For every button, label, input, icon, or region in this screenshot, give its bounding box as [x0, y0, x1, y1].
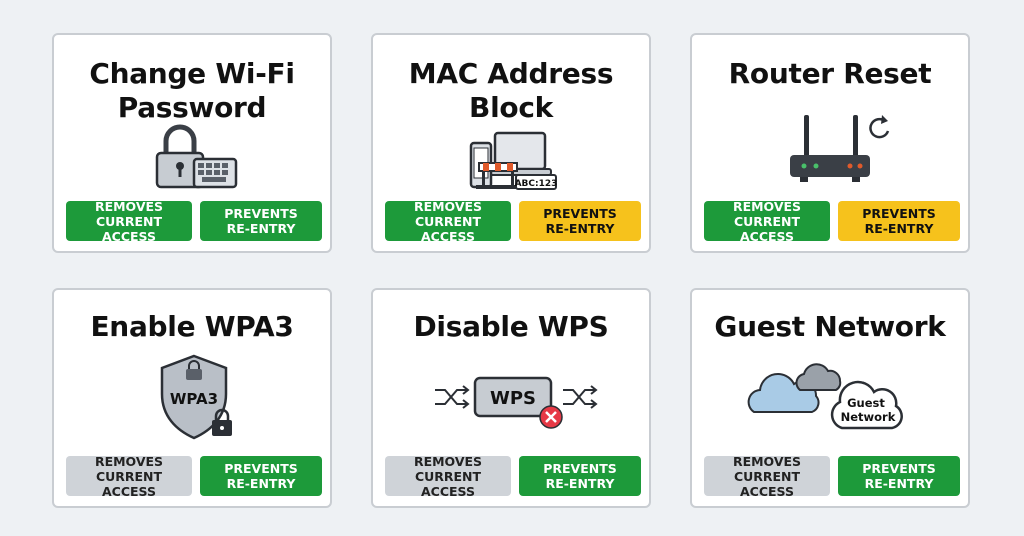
badge-row: REMOVES CURRENT ACCESS PREVENTS RE-ENTRY — [66, 454, 322, 499]
shield-lock-icon: WPA3 — [160, 354, 232, 440]
guest-network-text: Guest Network — [841, 396, 896, 424]
badge-row: REMOVES CURRENT ACCESS PREVENTS RE-ENTRY — [704, 454, 960, 499]
card-change-wifi-password: Change Wi-Fi Password REMOVES CURRENT AC… — [52, 33, 332, 253]
card-title: Disable WPS — [413, 310, 609, 343]
prevents-re-entry-badge: PREVENTS RE-ENTRY — [838, 201, 960, 241]
badge-row: REMOVES CURRENT ACCESS PREVENTS RE-ENTRY — [385, 199, 641, 244]
padlock-keyboard-icon — [155, 124, 238, 189]
removes-current-access-badge: REMOVES CURRENT ACCESS — [704, 199, 830, 244]
mac-address-text: ABC:123 — [515, 179, 558, 189]
wps-text: WPS — [490, 388, 536, 409]
shuffle-icon — [435, 385, 470, 409]
wps-disabled-icon: WPS — [435, 376, 598, 429]
card-title: Router Reset — [728, 57, 932, 90]
router-reset-icon — [790, 115, 890, 182]
card-disable-wps: Disable WPS WPS REMOVES CURRENT ACCESS P… — [371, 288, 651, 508]
removes-current-access-badge: REMOVES CURRENT ACCESS — [66, 199, 192, 244]
badge-row: REMOVES CURRENT ACCESS PREVENTS RE-ENTRY — [66, 199, 322, 244]
card-title: Enable WPA3 — [90, 310, 294, 343]
prevents-re-entry-badge: PREVENTS RE-ENTRY — [838, 456, 960, 496]
card-router-reset: Router Reset REMOVES CURRENT ACCESS PREV… — [690, 33, 970, 253]
card-guest-network: Guest Network Guest Network REMOVES CURR… — [690, 288, 970, 508]
prevents-re-entry-badge: PREVENTS RE-ENTRY — [519, 456, 641, 496]
wpa3-text: WPA3 — [170, 390, 218, 408]
prevents-re-entry-badge: PREVENTS RE-ENTRY — [200, 201, 322, 241]
removes-current-access-badge: REMOVES CURRENT ACCESS — [385, 199, 511, 244]
card-title: Change Wi-Fi Password — [89, 57, 295, 124]
badge-row: REMOVES CURRENT ACCESS PREVENTS RE-ENTRY — [385, 454, 641, 499]
removes-current-access-badge: REMOVES CURRENT ACCESS — [704, 454, 830, 499]
card-title: MAC Address Block — [408, 57, 614, 124]
guest-clouds-icon: Guest Network — [747, 363, 903, 430]
card-enable-wpa3: Enable WPA3 WPA3 REMOVES CURRENT ACCESS … — [52, 288, 332, 508]
card-title: Guest Network — [714, 310, 946, 343]
prevents-re-entry-badge: PREVENTS RE-ENTRY — [200, 456, 322, 496]
badge-row: REMOVES CURRENT ACCESS PREVENTS RE-ENTRY — [704, 199, 960, 244]
removes-current-access-badge: REMOVES CURRENT ACCESS — [385, 454, 511, 499]
devices-barrier-icon: ABC:123 — [469, 131, 558, 190]
card-mac-address-block: MAC Address Block ABC:123 REMOVES CURREN… — [371, 33, 651, 253]
removes-current-access-badge: REMOVES CURRENT ACCESS — [66, 454, 192, 499]
prevents-re-entry-badge: PREVENTS RE-ENTRY — [519, 201, 641, 241]
shuffle-icon — [563, 385, 598, 409]
